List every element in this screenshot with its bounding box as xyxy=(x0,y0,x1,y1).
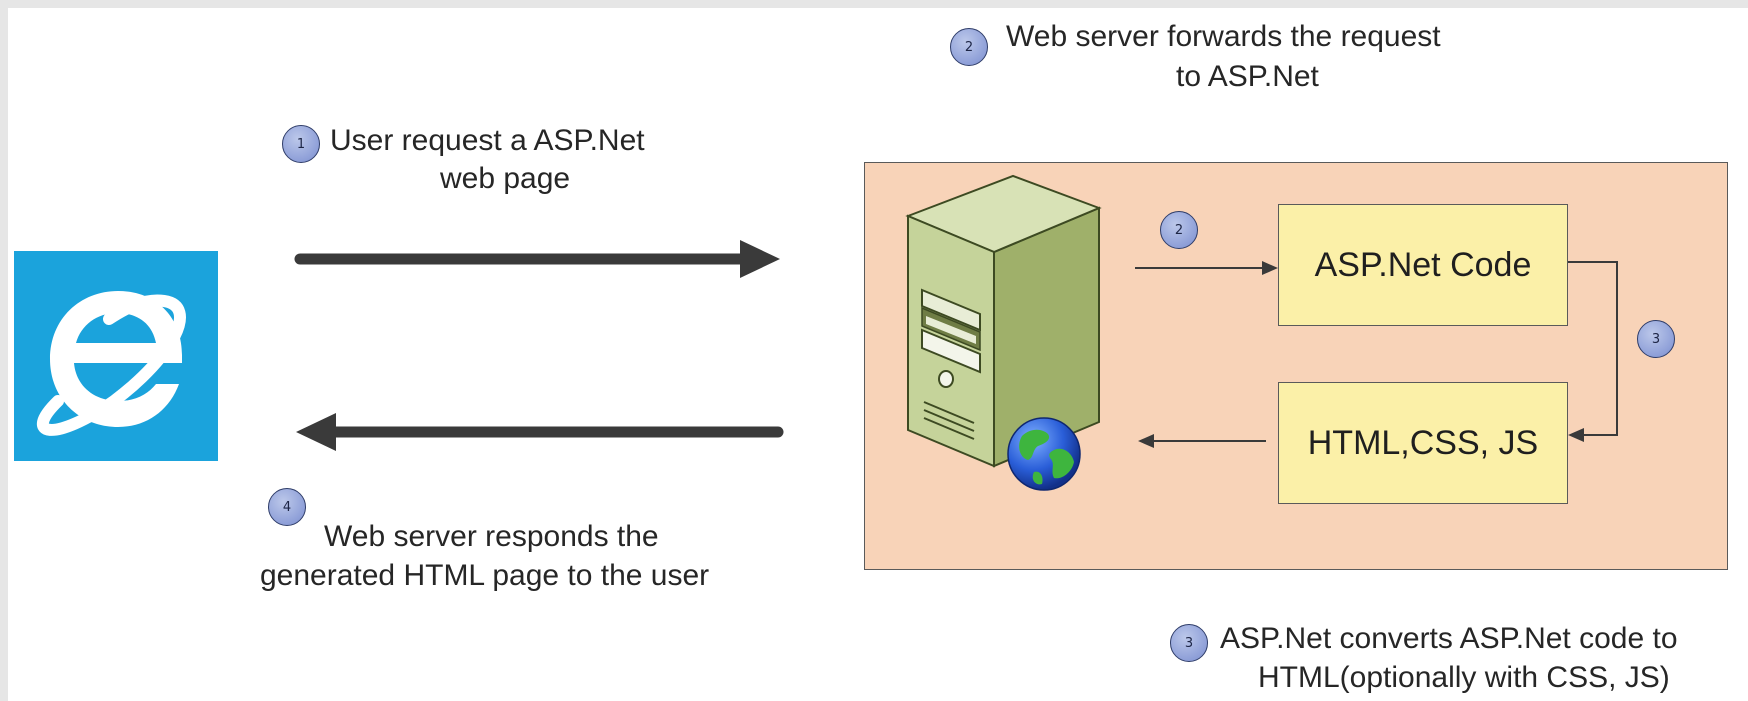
step-1-label-line2: web page xyxy=(440,162,571,195)
step-4-label-line2: generated HTML page to the user xyxy=(260,559,710,592)
step-2-label-line2: to ASP.Net xyxy=(1176,60,1319,93)
step-1-label-line1: User request a ASP.Net xyxy=(330,124,645,157)
step-2-label-line1: Web server forwards the request xyxy=(1006,20,1441,53)
step-2-inner-badge: 2 xyxy=(1160,211,1198,249)
step-4-badge: 4 xyxy=(268,488,306,526)
step-3-bottom-badge: 3 xyxy=(1170,624,1208,662)
step-3-label-line1: ASP.Net converts ASP.Net code to xyxy=(1220,622,1678,655)
step-2-top-badge: 2 xyxy=(950,28,988,66)
internet-explorer-icon xyxy=(14,251,218,461)
aspnet-code-label: ASP.Net Code xyxy=(1314,245,1532,284)
html-css-js-label: HTML,CSS, JS xyxy=(1307,423,1539,462)
step-3-side-badge: 3 xyxy=(1637,320,1675,358)
aspnet-code-box: ASP.Net Code xyxy=(1278,204,1568,326)
html-css-js-box: HTML,CSS, JS xyxy=(1278,382,1568,504)
step-4-label-line1: Web server responds the xyxy=(324,520,659,553)
ie-logo-icon xyxy=(36,291,186,436)
step-1-badge: 1 xyxy=(282,125,320,163)
server-tower-icon xyxy=(905,174,1102,468)
globe-icon xyxy=(1007,417,1081,491)
step-3-label-line2: HTML(optionally with CSS, JS) xyxy=(1258,661,1670,694)
